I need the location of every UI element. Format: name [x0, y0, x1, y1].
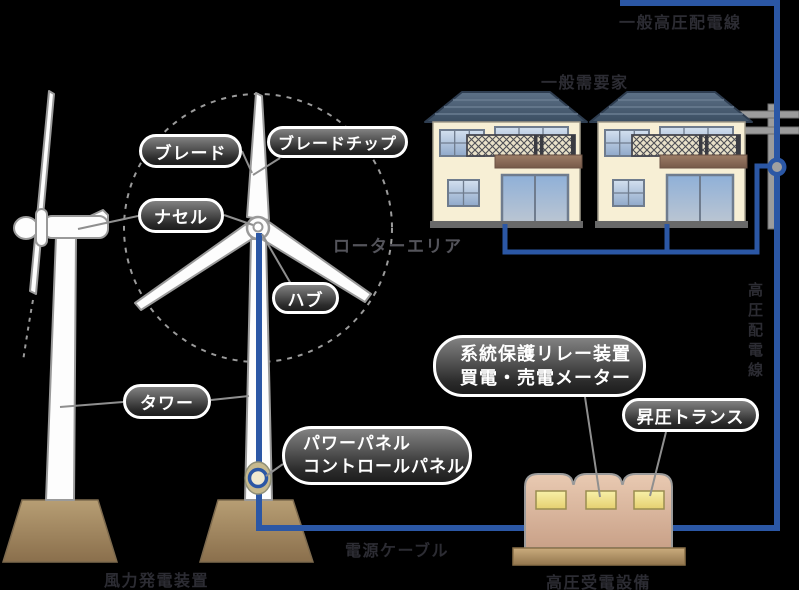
small-turbine-blade-root — [35, 208, 48, 247]
caption-general-hv-line: 一般高圧配電線 — [619, 15, 742, 32]
pill-power-panel: パワーパネル コントロールパネル — [282, 426, 472, 485]
small-turbine-nose — [13, 216, 39, 240]
leader-power-panel — [265, 463, 284, 477]
turbine-base-1 — [1, 499, 119, 563]
pill-blade: ブレード — [139, 134, 242, 168]
large-turbine-blade-up — [246, 92, 270, 221]
pill-relay-meter: 系統保護リレー装置 買電・売電メーター — [433, 335, 646, 397]
caption-power-cable: 電源ケーブル — [345, 543, 450, 560]
pill-hub: ハブ — [272, 282, 339, 314]
caption-wind-power-device: 風力発電装置 — [104, 573, 210, 590]
equipment-panel-1 — [535, 490, 567, 510]
hv-receiving-equipment — [512, 473, 686, 566]
small-turbine-nacelle — [42, 215, 109, 239]
pill-nacelle: ナセル — [138, 198, 224, 233]
wind-turbine-small — [13, 90, 109, 501]
leader-hub — [261, 233, 292, 285]
hv-grid-and-power-cable — [256, 0, 780, 531]
leader-nacelle-left — [77, 215, 139, 230]
pill-power-panel-line1: パワーパネル — [303, 433, 411, 453]
leader-tower-left — [59, 401, 124, 408]
pill-relay-meter-line1: 系統保護リレー装置 — [460, 343, 631, 364]
caption-rotor-area: ローターエリア — [333, 237, 463, 256]
pole-connection-insulator — [767, 157, 787, 177]
caption-hv-distribution-line: 高圧配電線 — [746, 282, 763, 382]
leader-booster — [649, 431, 667, 497]
small-turbine-blade — [29, 90, 55, 295]
blade-sweep-dashed-arc — [22, 299, 34, 362]
pill-relay-meter-line2: 買電・売電メーター — [460, 368, 631, 388]
leader-relay-meter — [584, 396, 601, 498]
house-1 — [423, 90, 589, 230]
large-turbine-hub-center — [252, 221, 264, 233]
equipment-panel-2 — [585, 490, 617, 510]
pill-booster: 昇圧トランス — [622, 398, 759, 432]
equipment-platform — [512, 547, 686, 566]
power-panel-marker — [244, 461, 272, 495]
leader-blade — [241, 150, 253, 174]
pill-tower: タワー — [123, 384, 211, 419]
leader-lines — [59, 150, 667, 498]
pill-blade-tip: ブレードチップ — [267, 126, 408, 158]
leader-blade-tip — [252, 157, 281, 176]
pill-power-panel-line2: コントロールパネル — [303, 456, 465, 476]
small-turbine-tower — [45, 235, 77, 501]
leader-tower-right — [210, 395, 250, 401]
equipment-panel-3 — [633, 490, 665, 510]
caption-hv-receiving-equipment: 高圧受電設備 — [546, 575, 652, 590]
house-2 — [588, 90, 754, 230]
caption-general-consumers: 一般需要家 — [541, 75, 629, 92]
leader-nacelle-right — [223, 214, 254, 226]
house-service-wires — [502, 163, 771, 255]
large-turbine-blade-left — [134, 223, 253, 311]
